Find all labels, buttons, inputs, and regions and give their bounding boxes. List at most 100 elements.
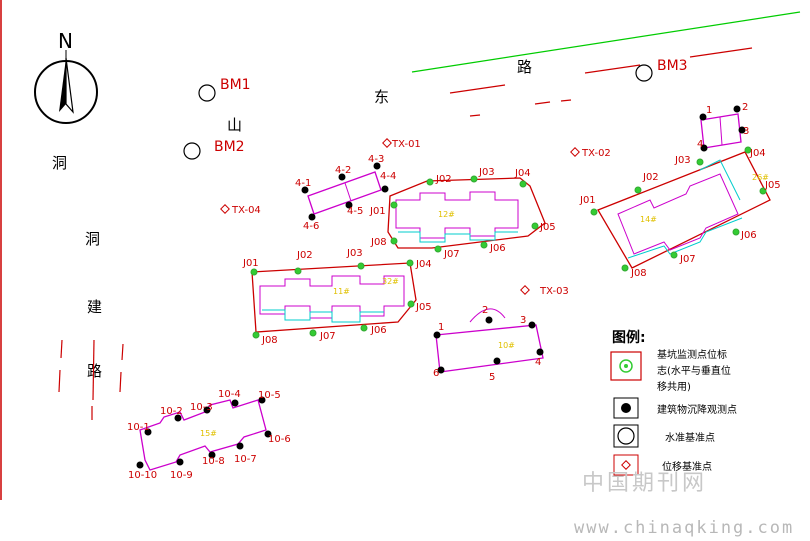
displacement-point-tx01: TX-01	[382, 138, 421, 150]
svg-text:J08: J08	[261, 335, 278, 346]
legend-item3: 水准基准点	[665, 431, 715, 444]
svg-text:10-9: 10-9	[170, 470, 193, 481]
svg-text:10-1: 10-1	[127, 422, 150, 433]
settlement-point	[373, 162, 381, 170]
legend-item1-line3: 移共用)	[657, 380, 691, 393]
svg-text:3: 3	[743, 126, 749, 137]
svg-text:J04: J04	[415, 259, 432, 270]
settlement-point	[381, 185, 389, 193]
svg-text:J08: J08	[630, 268, 647, 279]
displacement-point-tx02: TX-02	[570, 147, 611, 159]
svg-text:4: 4	[535, 357, 541, 368]
road-char-dong-2: 洞	[85, 230, 100, 248]
road-char-lu-1: 路	[517, 58, 532, 76]
svg-text:J07: J07	[443, 249, 460, 260]
settlement-point	[338, 173, 346, 181]
road-char-shan: 山	[227, 116, 242, 134]
building-label-11: 11#	[333, 287, 350, 296]
svg-text:3: 3	[520, 315, 526, 326]
svg-text:J02: J02	[642, 172, 659, 183]
svg-text:TX-02: TX-02	[581, 148, 611, 159]
settlement-point	[301, 186, 309, 194]
svg-text:J05: J05	[764, 180, 781, 191]
svg-text:J02: J02	[435, 174, 452, 185]
benchmark-bm2: BM2	[183, 139, 245, 160]
svg-text:J01: J01	[579, 195, 596, 206]
north-arrow: N	[34, 29, 98, 124]
svg-text:TX-04: TX-04	[231, 205, 261, 216]
dongjian-road-dashes	[58, 339, 124, 420]
legend-item1-line1: 基坑监测点位标	[657, 348, 727, 361]
watermark-cn: 中国期刊网	[582, 471, 707, 496]
road-char-dong: 东	[374, 88, 389, 106]
legend-item4: 位移基准点	[662, 460, 712, 473]
building-label-12: 12#	[438, 210, 455, 219]
svg-text:4-1: 4-1	[295, 178, 311, 189]
svg-text:J02: J02	[296, 250, 313, 261]
svg-text:BM3: BM3	[657, 58, 688, 74]
svg-text:4-5: 4-5	[347, 206, 363, 217]
svg-text:1: 1	[706, 105, 712, 116]
svg-text:J03: J03	[674, 155, 691, 166]
svg-text:J01: J01	[369, 206, 386, 217]
pit-11: 11# 32# J01 J02 J03 J04 J05 J06 J07 J08	[242, 248, 432, 346]
svg-text:J07: J07	[679, 254, 696, 265]
svg-text:10-6: 10-6	[268, 434, 291, 445]
building-label-32: 32#	[382, 277, 399, 286]
road-center-dashes	[449, 47, 753, 117]
svg-text:TX-01: TX-01	[391, 139, 421, 150]
svg-text:4-2: 4-2	[335, 165, 351, 176]
building-label-15: 15#	[200, 429, 217, 438]
building-label-26: 26#	[752, 173, 769, 182]
road-char-dong-1: 洞	[52, 154, 67, 172]
svg-text:10-4: 10-4	[218, 389, 241, 400]
svg-text:4-4: 4-4	[380, 171, 396, 182]
displacement-point-tx03: TX-03	[520, 285, 569, 297]
building-4: 4-1 4-2 4-3 4-4 4-5 4-6	[295, 154, 396, 232]
watermark-url: www.chinaqking.com	[574, 518, 794, 538]
svg-text:6: 6	[433, 368, 439, 379]
legend-item2: 建筑物沉降观测点	[657, 403, 737, 416]
building-5: 10# 1 2 3 4 5 6	[433, 305, 544, 383]
displacement-point-tx04: TX-04	[220, 204, 261, 216]
svg-text:J03: J03	[478, 167, 495, 178]
svg-text:10-10: 10-10	[128, 470, 157, 481]
svg-text:2: 2	[742, 102, 748, 113]
pit-13: 26# 14# J01 J02 J03 J04 J05 J06 J07 J08	[579, 146, 781, 279]
building-10: 15# 10-1 10-2 10-3 10-4 10-5 10-6 10-7 1…	[127, 389, 291, 481]
svg-text:J04: J04	[514, 168, 531, 179]
svg-text:2: 2	[482, 305, 488, 316]
pit-12: 12# J01 J02 J03 J04 J05 J06 J07 J08	[369, 167, 556, 260]
svg-text:10-8: 10-8	[202, 456, 225, 467]
svg-text:J04: J04	[749, 148, 766, 159]
svg-text:J06: J06	[740, 230, 757, 241]
svg-text:J07: J07	[319, 331, 336, 342]
svg-text:10-7: 10-7	[234, 454, 257, 465]
svg-text:J06: J06	[370, 325, 387, 336]
road-char-jian: 建	[87, 298, 102, 316]
svg-text:J06: J06	[489, 243, 506, 254]
svg-text:BM1: BM1	[220, 77, 251, 93]
svg-text:TX-03: TX-03	[539, 286, 569, 297]
legend-item1-line2: 志(水平与垂直位	[657, 364, 731, 377]
building-right-small: 1 2 3 4	[697, 102, 749, 152]
svg-text:J01: J01	[242, 258, 259, 269]
benchmark-bm3: BM3	[635, 58, 688, 82]
svg-text:5: 5	[489, 372, 495, 383]
building-label-14: 14#	[640, 215, 657, 224]
svg-text:4: 4	[697, 139, 703, 150]
legend: 图例: 基坑监测点位标 志(水平与垂直位 移共用) 建筑物沉降观测点 水准基准点…	[610, 329, 737, 476]
svg-text:1: 1	[438, 322, 444, 333]
svg-text:4-6: 4-6	[303, 221, 319, 232]
benchmark-bm1: BM1	[198, 77, 251, 102]
svg-text:J08: J08	[370, 237, 387, 248]
svg-text:J05: J05	[415, 302, 432, 313]
settlement-point	[308, 213, 316, 221]
svg-text:10-3: 10-3	[190, 402, 213, 413]
svg-text:J05: J05	[539, 222, 556, 233]
settlement-point	[345, 201, 353, 209]
road-edge-green	[411, 11, 801, 73]
north-label: N	[58, 29, 73, 53]
svg-text:10-2: 10-2	[160, 406, 183, 417]
